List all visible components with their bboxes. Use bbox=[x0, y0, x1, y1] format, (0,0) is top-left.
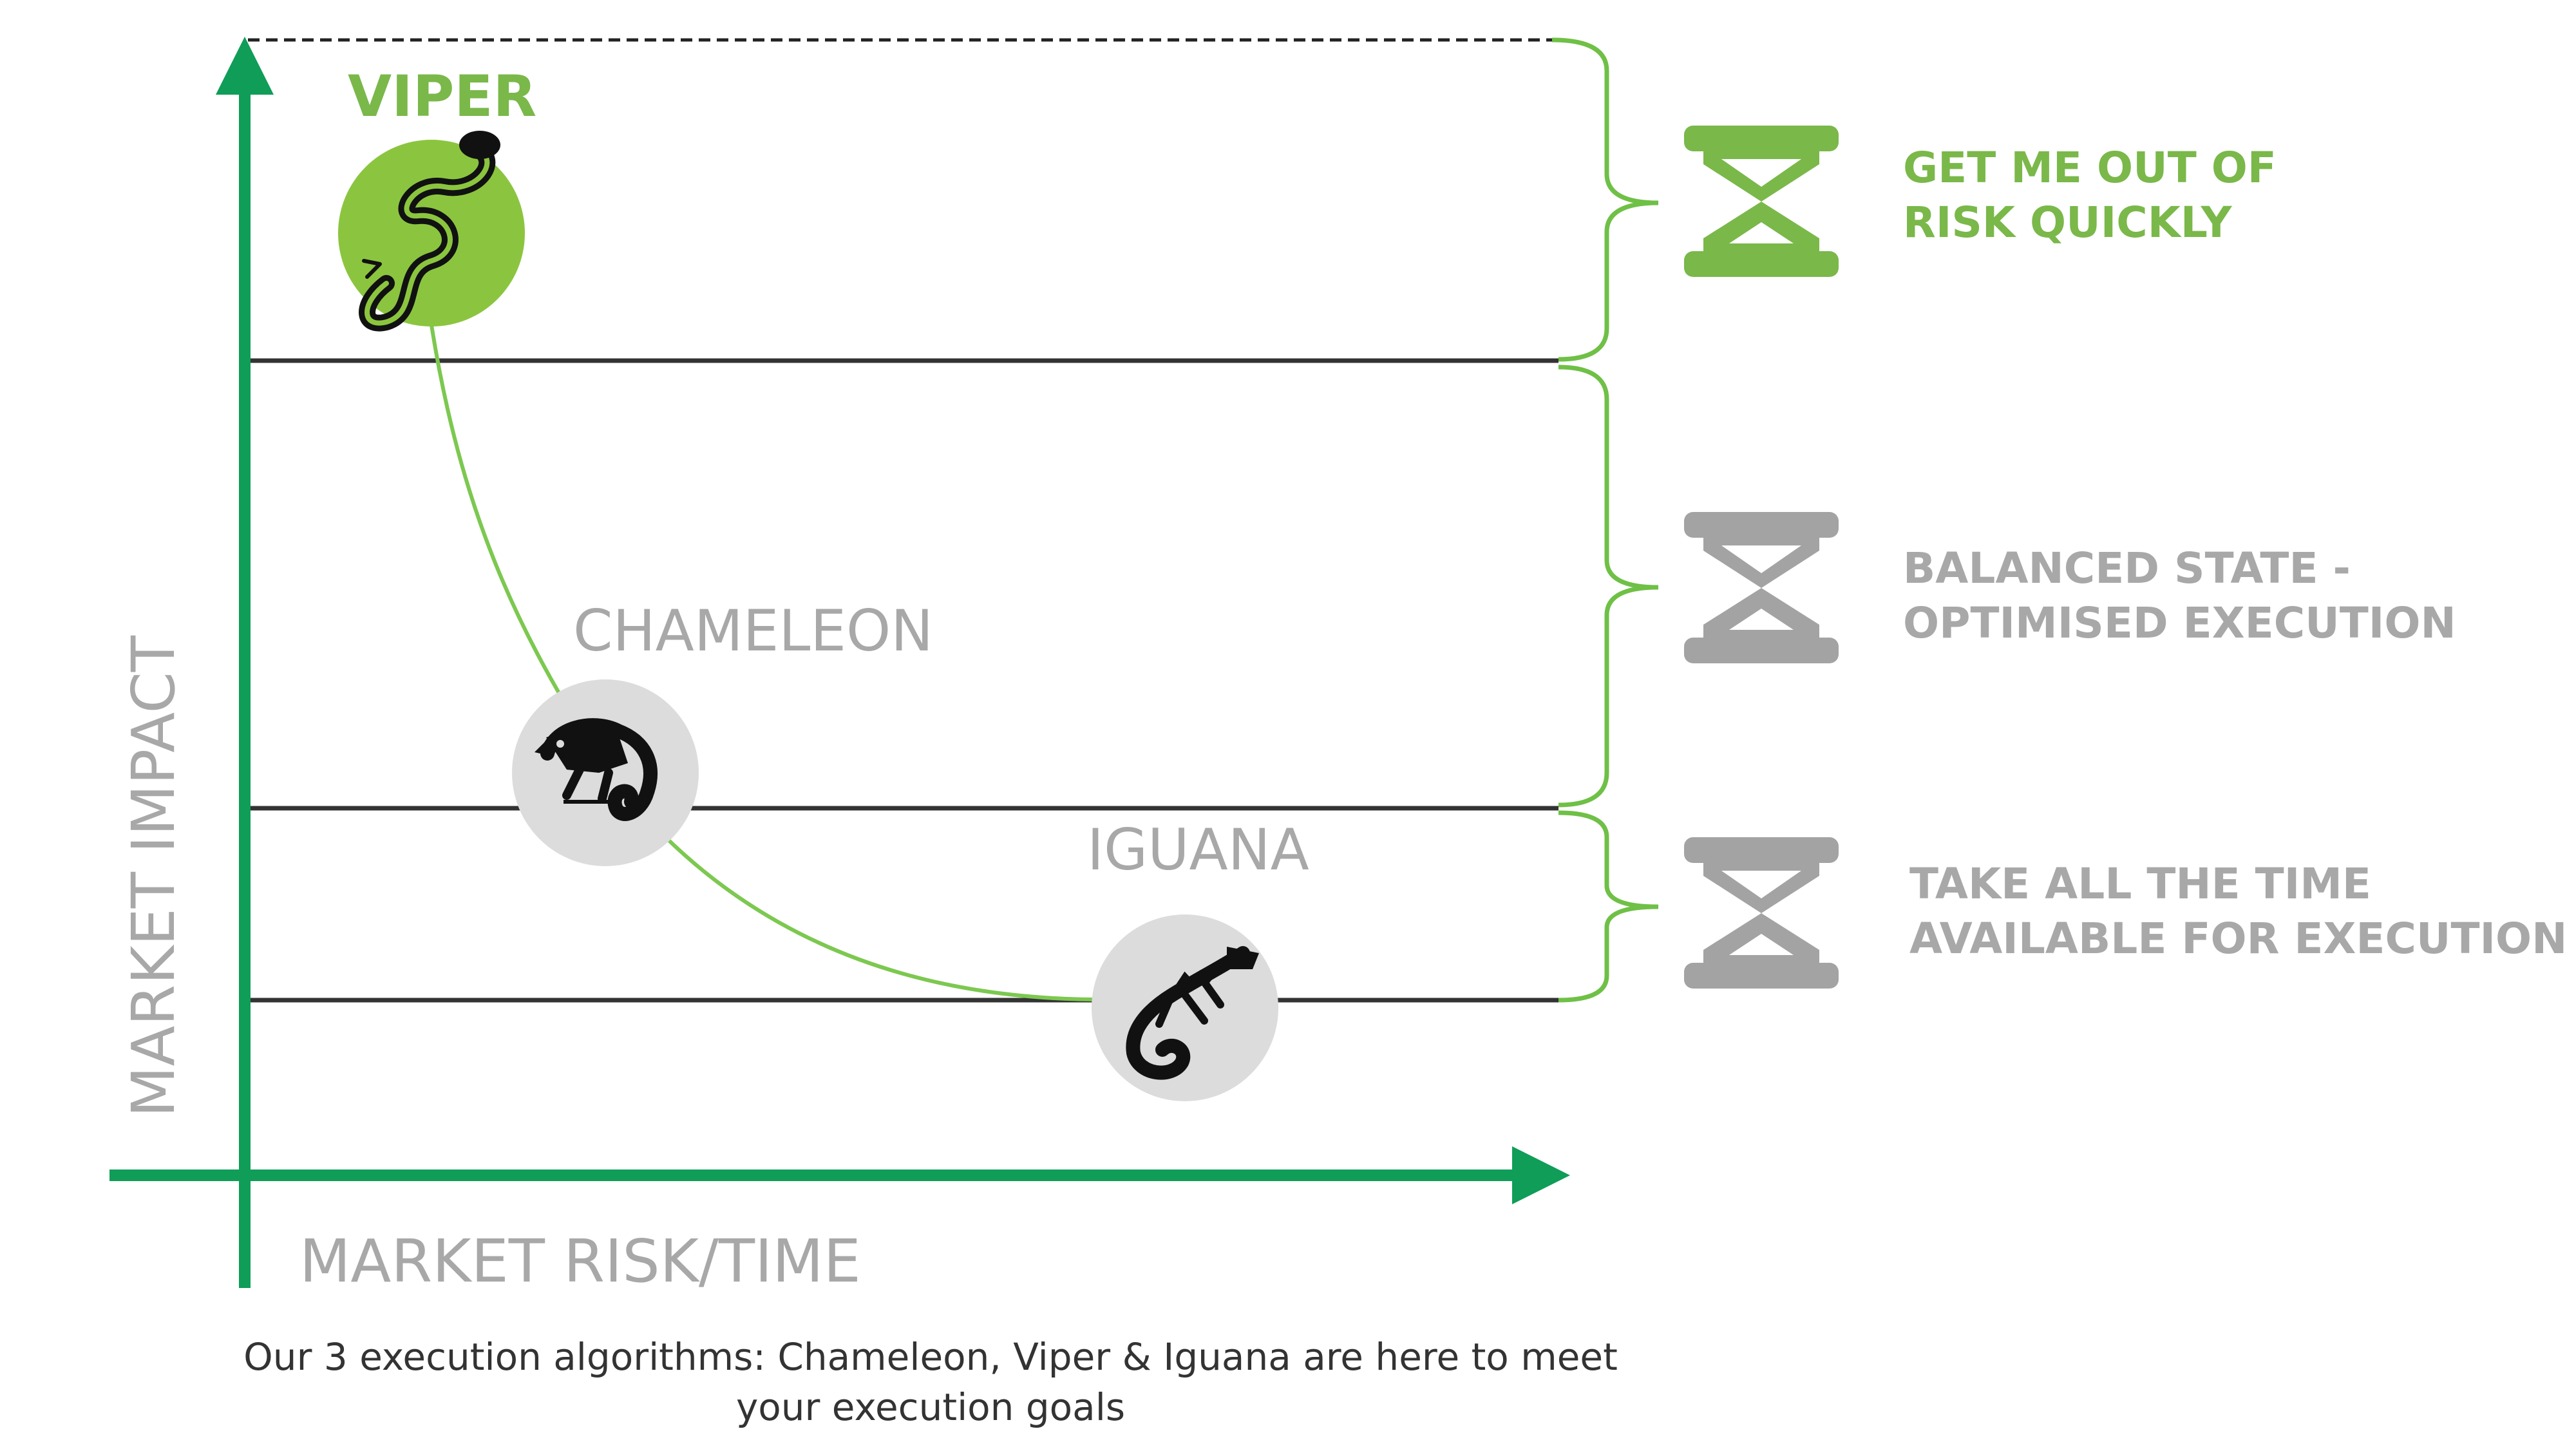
brace-top bbox=[1551, 37, 1659, 362]
caption-line2: your execution goals bbox=[736, 1385, 1125, 1429]
viper-label: VIPER bbox=[348, 63, 536, 129]
x-axis-label: MARKET RISK/TIME bbox=[299, 1227, 861, 1296]
hourglass-icon bbox=[1684, 512, 1839, 663]
brace-middle bbox=[1558, 365, 1659, 808]
viper-node bbox=[338, 131, 525, 332]
snake-icon bbox=[359, 131, 500, 332]
iguana-circle bbox=[1092, 914, 1278, 1101]
tier-lower-line1: TAKE ALL THE TIME bbox=[1909, 859, 2371, 909]
chameleon-label: CHAMELEON bbox=[573, 598, 933, 664]
tier-top-line1: GET ME OUT OF bbox=[1903, 143, 2277, 193]
brace-lower bbox=[1558, 810, 1659, 1003]
iguana-node bbox=[1092, 914, 1278, 1101]
caption-line1: Our 3 execution algorithms: Chameleon, V… bbox=[243, 1335, 1618, 1379]
tier-middle-line2: OPTIMISED EXECUTION bbox=[1903, 598, 2456, 648]
tier-middle-line1: BALANCED STATE - bbox=[1903, 544, 2351, 593]
chameleon-node bbox=[512, 679, 699, 866]
hourglass-icon bbox=[1684, 837, 1839, 989]
iguana-label: IGUANA bbox=[1087, 817, 1309, 883]
chameleon-icon bbox=[535, 718, 658, 821]
iguana-icon bbox=[1126, 946, 1259, 1080]
y-axis-label: MARKET IMPACT bbox=[119, 635, 188, 1117]
hourglass-icon bbox=[1684, 126, 1839, 277]
tier-lower-line2: AVAILABLE FOR EXECUTION bbox=[1909, 914, 2567, 963]
tier-top-line2: RISK QUICKLY bbox=[1903, 198, 2233, 247]
